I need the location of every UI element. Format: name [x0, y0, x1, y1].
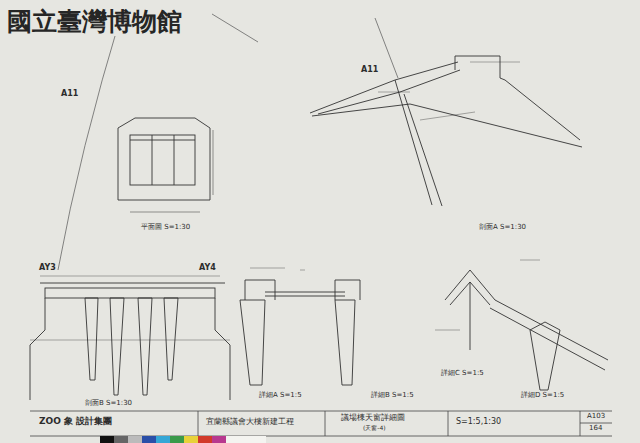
axis-label: A11: [360, 66, 379, 75]
axis-label: AY3: [38, 264, 57, 273]
project-name: 宜蘭縣議會大樓新建工程: [205, 418, 295, 427]
view-title: 詳細C S=1:5: [440, 370, 485, 378]
sheet-number: A103: [586, 413, 606, 421]
watermark: 國立臺灣博物館: [6, 8, 183, 36]
axis-label: A11: [60, 90, 79, 99]
detail-c-d: [435, 260, 608, 390]
view-title: 詳細D S=1:5: [520, 392, 565, 400]
title-block: [30, 411, 612, 436]
section-b: [30, 276, 230, 400]
axis-label: AY4: [198, 264, 217, 273]
sheet-number: 164: [588, 425, 603, 433]
view-title: 剖面B S=1:30: [84, 400, 133, 408]
view-title: 剖面A S=1:30: [478, 224, 527, 232]
plan-view: [118, 118, 213, 212]
color-strip: [100, 436, 266, 443]
detail-a-b: [240, 268, 360, 385]
scale-label: S=1:5,1:30: [455, 418, 502, 427]
view-title: 平面圖 S=1:30: [140, 224, 191, 232]
drawing-name: 議場棟天窗詳細圖: [340, 414, 406, 423]
firm-name: ZOO 象 設計集團: [38, 417, 113, 427]
section-a: [310, 56, 582, 206]
reference-lines: [58, 12, 398, 270]
view-title: 詳細A S=1:5: [258, 392, 303, 400]
drawing-number: (天窗-4): [362, 425, 387, 432]
view-title: 詳細B S=1:5: [370, 392, 415, 400]
